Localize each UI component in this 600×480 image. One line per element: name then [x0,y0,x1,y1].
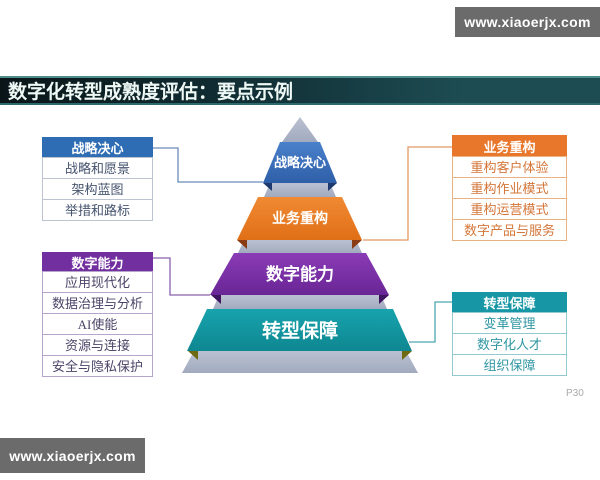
pyramid-level-strategy [263,142,337,183]
flap-teal-left [188,351,198,360]
panel-business-header: 业务重构 [452,135,567,157]
list-item: 重构客户体验 [452,156,567,178]
pyramid-label-business: 业务重构 [272,210,328,226]
watermark-banner-top: www.xiaoerjx.com [455,7,600,37]
watermark-url: www.xiaoerjx.com [464,14,591,30]
pyramid-level-business [237,197,362,240]
pyramid-level-capability [210,253,389,295]
page-title: 数字化转型成熟度评估：要点示例 [8,82,294,103]
pyramid-label-strategy: 战略决心 [274,155,326,170]
flap-orange-right [352,240,362,249]
list-item: 战略和愿景 [42,157,153,179]
list-item: 变革管理 [452,312,567,334]
pyramid-base [182,351,418,373]
pyramid-separator-2 [238,240,362,253]
pyramid-separator-1 [264,183,336,197]
watermark-banner-bottom: www.xiaoerjx.com [0,438,145,473]
list-item: AI使能 [42,313,153,335]
panel-assurance: 转型保障 变革管理 数字化人才 组织保障 [452,292,567,376]
list-item: 重构作业模式 [452,177,567,199]
panel-assurance-header: 转型保障 [452,292,567,313]
connector-strategy [153,147,263,183]
list-item: 重构运营模式 [452,198,567,220]
list-item: 安全与隐私保护 [42,355,153,377]
list-item: 数据治理与分析 [42,292,153,314]
pyramid-apex [282,117,318,142]
pyramid-separator-3 [213,295,387,309]
list-item: 数字产品与服务 [452,219,567,241]
list-item: 举措和路标 [42,199,153,221]
page-number: P30 [566,388,584,399]
list-item: 组织保障 [452,354,567,376]
panel-capability: 数字能力 应用现代化 数据治理与分析 AI使能 资源与连接 安全与隐私保护 [42,252,153,377]
flap-blue-left [263,183,272,191]
panel-strategy-header: 战略决心 [42,137,153,158]
pyramid-label-capability: 数字能力 [266,264,334,284]
connector-business [363,146,452,241]
connector-assurance [409,301,452,343]
flap-orange-left [237,240,247,249]
connector-capability [153,257,210,296]
pyramid-label-assurance: 转型保障 [262,319,338,342]
list-item: 架构蓝图 [42,178,153,200]
panel-strategy: 战略决心 战略和愿景 架构蓝图 举措和路标 [42,137,153,221]
slide-title-bar: 数字化转型成熟度评估：要点示例 [0,76,600,105]
flap-purple-right [379,295,389,304]
watermark-url: www.xiaoerjx.com [9,447,136,464]
list-item: 应用现代化 [42,271,153,293]
panel-business: 业务重构 重构客户体验 重构作业模式 重构运营模式 数字产品与服务 [452,135,567,241]
pyramid-level-assurance [187,309,412,351]
flap-blue-right [328,183,337,191]
panel-capability-header: 数字能力 [42,252,153,272]
flap-purple-left [211,295,221,304]
flap-teal-right [402,351,412,360]
list-item: 数字化人才 [452,333,567,355]
list-item: 资源与连接 [42,334,153,356]
